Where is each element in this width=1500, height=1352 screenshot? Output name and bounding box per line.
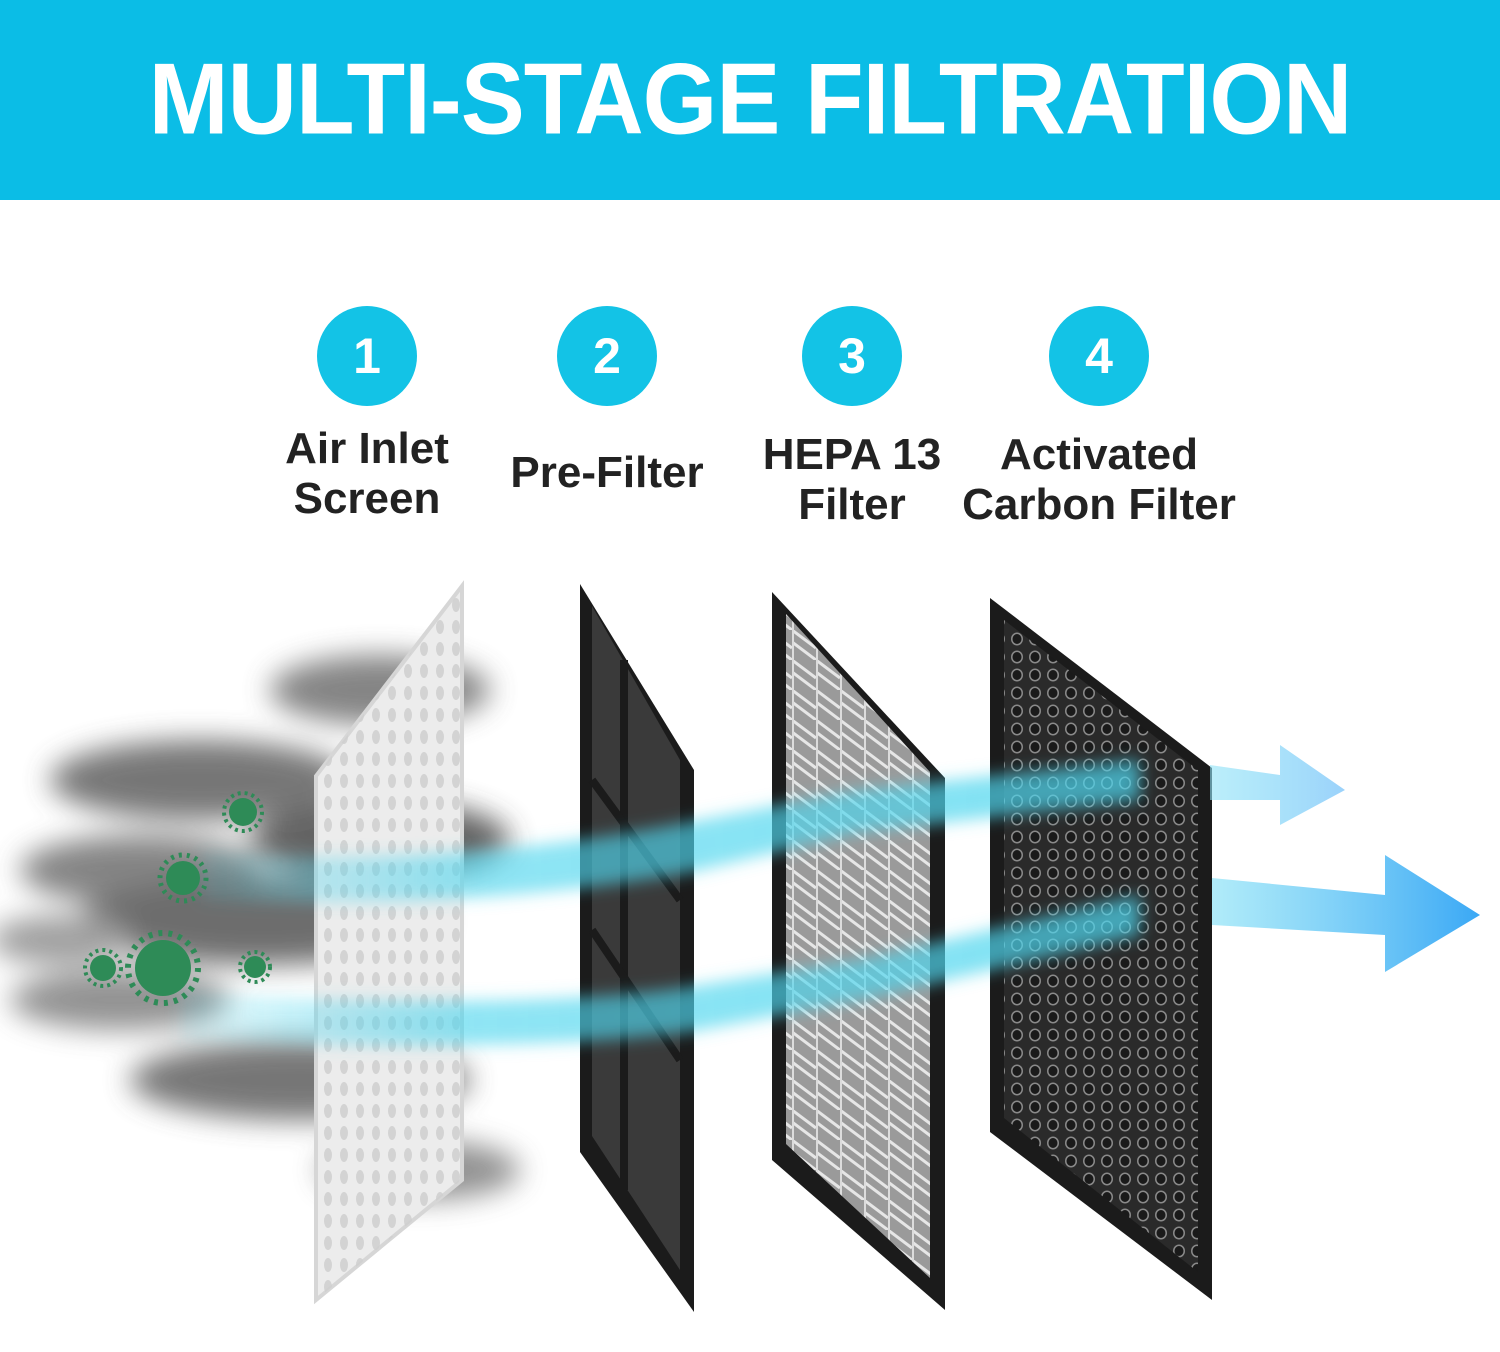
stage-label-line: Air Inlet [285,424,449,473]
germ-icon [157,852,209,904]
stage-label: Activated Carbon Filter [962,430,1236,530]
stage-number-badge: 4 [1049,306,1149,406]
germ-icon [125,930,201,1006]
stage-4: 4 Activated Carbon Filter [939,306,1259,530]
stage-label-line: Screen [293,474,441,523]
stage-label-line: Carbon Filter [962,480,1236,529]
stage-label: Air Inlet Screen [285,424,449,524]
stage-label: HEPA 13 Filter [763,430,942,530]
stage-3: 3 HEPA 13 Filter [692,306,1012,530]
stage-number-badge: 2 [557,306,657,406]
stage-number-badge: 1 [317,306,417,406]
germ-icon [238,950,272,984]
hepa-13-filter-panel [772,592,945,1310]
stage-2: 2 Pre-Filter [447,306,767,498]
air-inlet-screen-panel [314,580,464,1305]
page-title: MULTI-STAGE FILTRATION [148,43,1353,156]
stage-label: Pre-Filter [510,448,703,498]
stage-label-line: HEPA 13 [762,430,942,479]
title-banner: MULTI-STAGE FILTRATION [0,0,1500,200]
airflow-streams [180,760,1140,1046]
pre-filter-panel [580,584,694,1312]
stage-label-line: Activated [999,430,1199,479]
stage-number-badge: 3 [802,306,902,406]
germ-icon [83,948,123,988]
germ-icon [222,791,264,833]
stage-label-line: Filter [798,480,906,529]
stage-1: 1 Air Inlet Screen [207,306,527,524]
filtration-illustration [0,580,1480,1312]
stage-label-line: Pre-Filter [510,448,704,497]
arrow-icon [1212,855,1480,972]
arrow-icon [1210,745,1345,825]
